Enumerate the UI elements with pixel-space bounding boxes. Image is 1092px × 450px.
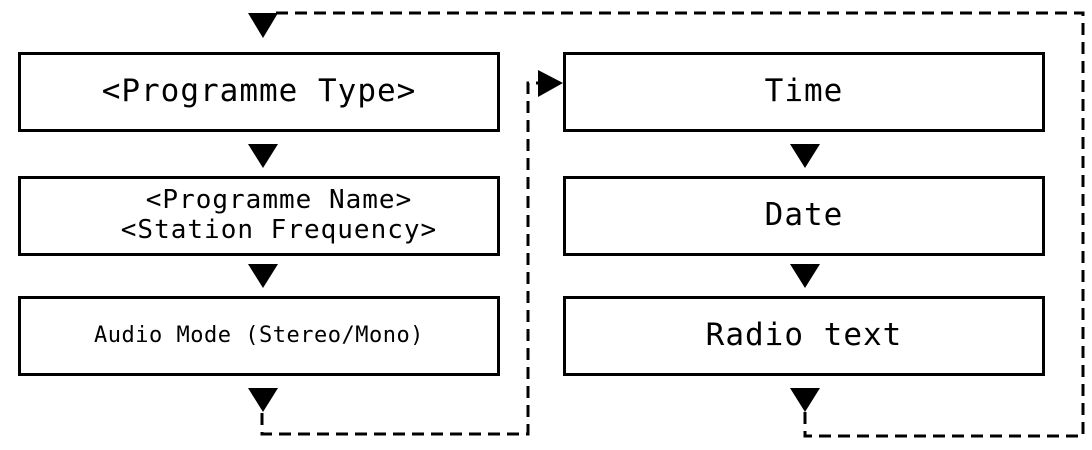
column-link-connector: [260, 81, 540, 436]
arrow-into-programme-type: [248, 13, 278, 38]
audio-mode-label: Audio Mode (Stereo/Mono): [94, 323, 424, 349]
time-label: Time: [764, 73, 844, 110]
arrow-time-to-date: [790, 144, 820, 168]
time-box: Time: [563, 52, 1045, 132]
programme-name-label: <Programme Name>: [145, 185, 413, 216]
arrow-into-time: [538, 70, 563, 97]
programme-type-box: <Programme Type>: [18, 52, 500, 132]
audio-mode-box: Audio Mode (Stereo/Mono): [18, 296, 500, 376]
date-box: Date: [563, 176, 1045, 256]
programme-name-frequency-box: <Programme Name> <Station Frequency>: [18, 176, 500, 256]
loop-back-connector: [273, 11, 1085, 438]
radio-text-box: Radio text: [563, 296, 1045, 376]
date-label: Date: [764, 197, 844, 234]
arrow-name-to-audio-mode: [248, 264, 278, 288]
radio-text-label: Radio text: [705, 317, 903, 354]
arrow-out-of-radio-text: [790, 388, 820, 412]
arrow-type-to-name: [248, 144, 278, 168]
arrow-date-to-radio-text: [790, 264, 820, 288]
programme-type-label: <Programme Type>: [101, 73, 417, 110]
station-frequency-label: <Station Frequency>: [120, 215, 438, 245]
arrow-out-of-audio-mode: [248, 388, 278, 412]
